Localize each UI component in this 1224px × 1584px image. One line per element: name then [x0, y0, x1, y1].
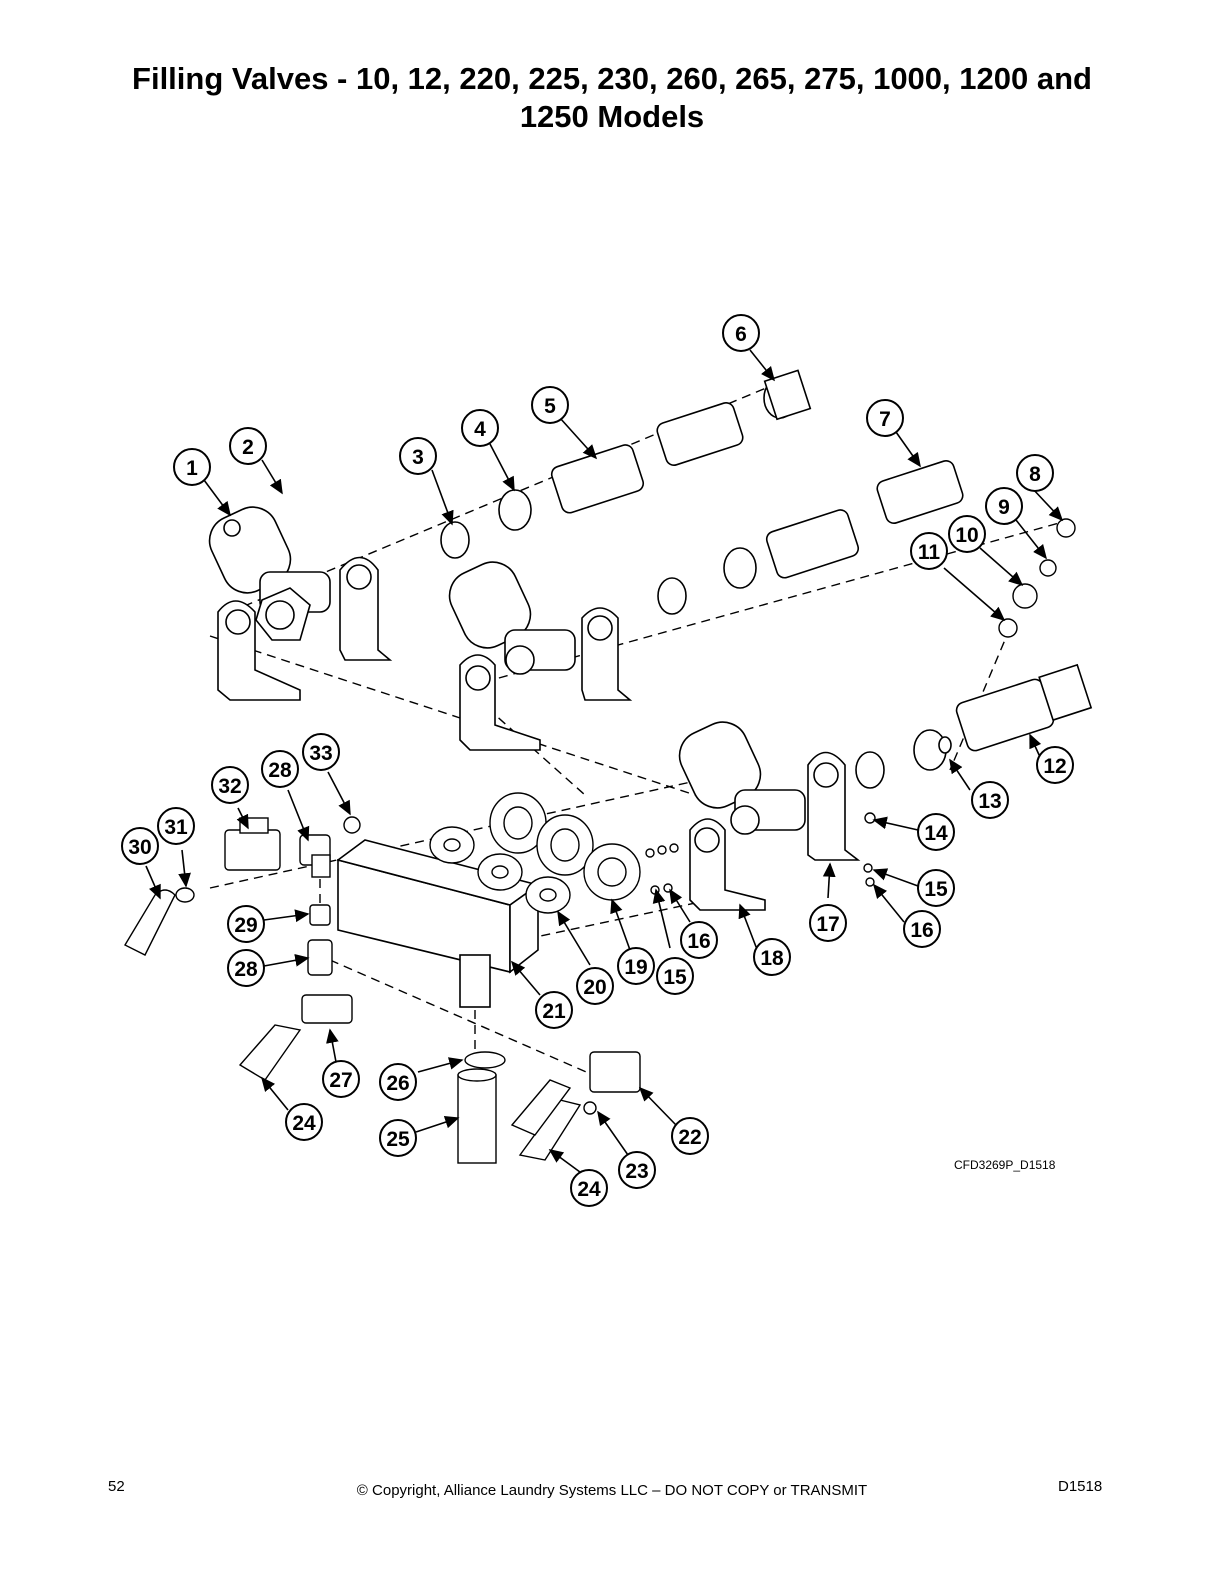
- svg-text:22: 22: [678, 1126, 701, 1149]
- svg-text:24: 24: [292, 1112, 316, 1135]
- title-line-1: Filling Valves - 10, 12, 220, 225, 230, …: [132, 61, 1092, 96]
- svg-text:12: 12: [1043, 755, 1066, 778]
- callout-6: 6: [722, 314, 760, 352]
- callout-7: 7: [866, 399, 904, 437]
- svg-text:6: 6: [735, 323, 747, 346]
- svg-text:15: 15: [663, 966, 687, 989]
- callout-17: 17: [809, 904, 847, 942]
- callout-24a: 24: [570, 1169, 608, 1207]
- callout-10: 10: [948, 515, 986, 553]
- svg-text:16: 16: [910, 919, 933, 942]
- bracket-right-1: [339, 556, 393, 661]
- callout-13: 13: [971, 781, 1009, 819]
- callout-1: 1: [173, 448, 211, 486]
- callout-15b: 15: [656, 957, 694, 995]
- page-title: Filling Valves - 10, 12, 220, 225, 230, …: [0, 60, 1224, 136]
- callout-21: 21: [535, 991, 573, 1029]
- callout-22: 22: [671, 1117, 709, 1155]
- callout-30: 30: [121, 827, 159, 865]
- callout-15: 15: [917, 869, 955, 907]
- callout-3: 3: [399, 437, 437, 475]
- svg-text:28: 28: [268, 759, 292, 782]
- svg-text:5: 5: [544, 395, 556, 418]
- svg-text:16: 16: [687, 930, 710, 953]
- callout-19: 19: [617, 947, 655, 985]
- callout-24b: 24: [285, 1103, 323, 1141]
- bracket-18: [689, 818, 766, 911]
- callout-33: 33: [302, 733, 340, 771]
- fittings-right: [998, 518, 1076, 638]
- svg-text:8: 8: [1029, 463, 1041, 486]
- callout-31: 31: [157, 807, 195, 845]
- callout-11: 11: [910, 532, 948, 570]
- callout-4: 4: [461, 409, 499, 447]
- callout-28a: 28: [261, 750, 299, 788]
- copyright-notice: © Copyright, Alliance Laundry Systems LL…: [356, 1482, 868, 1499]
- svg-text:17: 17: [816, 913, 839, 936]
- svg-text:23: 23: [625, 1160, 648, 1183]
- callout-23: 23: [618, 1151, 656, 1189]
- svg-text:10: 10: [955, 524, 978, 547]
- svg-text:33: 33: [309, 742, 332, 765]
- document-id: D1518: [1058, 1478, 1103, 1495]
- callout-9: 9: [985, 487, 1023, 525]
- svg-text:25: 25: [386, 1128, 410, 1151]
- callout-25: 25: [379, 1119, 417, 1157]
- callout-28b: 28: [227, 949, 265, 987]
- page-number: 52: [108, 1478, 125, 1495]
- svg-text:28: 28: [234, 958, 258, 981]
- pipe-row-top: [440, 369, 812, 559]
- svg-text:18: 18: [760, 947, 784, 970]
- svg-text:14: 14: [924, 822, 948, 845]
- svg-text:26: 26: [386, 1072, 409, 1095]
- callout-12: 12: [1036, 746, 1074, 784]
- svg-text:31: 31: [164, 816, 188, 839]
- callout-29: 29: [227, 905, 265, 943]
- svg-text:4: 4: [474, 418, 486, 441]
- svg-text:21: 21: [542, 1000, 566, 1023]
- svg-text:27: 27: [329, 1069, 352, 1092]
- inlet-parts: [124, 816, 641, 1164]
- hopper: [336, 839, 540, 1008]
- title-line-2: 1250 Models: [519, 99, 705, 134]
- svg-text:32: 32: [218, 775, 241, 798]
- bracket-left-1: [217, 600, 301, 701]
- svg-text:29: 29: [234, 914, 257, 937]
- callouts: 1 2 3 4 5 6 7 8 9 10 11 12 13 14 15 16 1…: [121, 314, 1074, 1207]
- svg-text:20: 20: [583, 976, 606, 999]
- svg-text:24: 24: [577, 1178, 601, 1201]
- valve-3: [678, 663, 1093, 861]
- svg-text:9: 9: [998, 496, 1010, 519]
- svg-text:1: 1: [186, 457, 198, 480]
- svg-text:30: 30: [128, 836, 151, 859]
- figure-reference: CFD3269P_D1518: [954, 1158, 1056, 1172]
- callout-27: 27: [322, 1060, 360, 1098]
- svg-text:13: 13: [978, 790, 1001, 813]
- svg-text:11: 11: [918, 541, 941, 564]
- callout-26: 26: [379, 1063, 417, 1101]
- callout-32: 32: [211, 766, 249, 804]
- svg-text:7: 7: [879, 408, 891, 431]
- svg-text:15: 15: [924, 878, 948, 901]
- callout-18: 18: [753, 938, 791, 976]
- valve-2: [448, 459, 964, 751]
- svg-text:3: 3: [412, 446, 424, 469]
- callout-8: 8: [1016, 454, 1054, 492]
- callout-16: 16: [903, 910, 941, 948]
- flanges: [429, 792, 876, 914]
- callout-14: 14: [917, 813, 955, 851]
- svg-text:2: 2: [242, 436, 254, 459]
- callout-5: 5: [531, 386, 569, 424]
- leader-lines: [145, 349, 1064, 1176]
- valve-1: [208, 506, 331, 641]
- callout-20: 20: [576, 967, 614, 1005]
- svg-text:19: 19: [624, 956, 647, 979]
- callout-16b: 16: [680, 921, 718, 959]
- callout-2: 2: [229, 427, 267, 465]
